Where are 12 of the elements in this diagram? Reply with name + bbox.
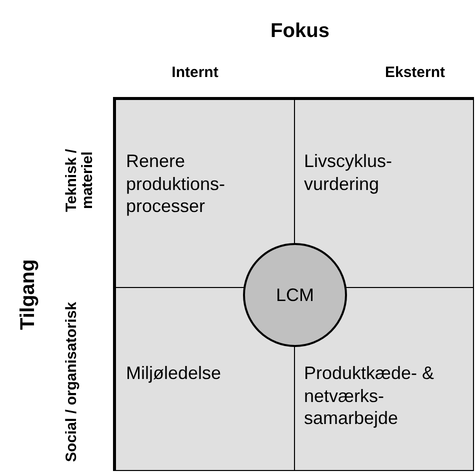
quadrant-text: Miljøledelse: [126, 362, 222, 384]
row-header: Social / organisatorisk: [64, 300, 80, 464]
quadrant-text: Livscyklus-vurdering: [304, 150, 394, 195]
column-header: Eksternt: [384, 64, 446, 81]
axis-title: Fokus: [270, 20, 330, 43]
column-header: Internt: [170, 64, 220, 81]
quadrant-cell: [295, 97, 474, 288]
quadrant-text: Produktkæde- & netværks-samarbejde: [304, 362, 436, 430]
quadrant-cell: [113, 97, 295, 288]
quadrant-text: Renere produktions-processer: [126, 150, 226, 218]
row-header: Teknisk / materiel: [64, 147, 96, 214]
axis-title: Tilgang: [18, 258, 39, 332]
